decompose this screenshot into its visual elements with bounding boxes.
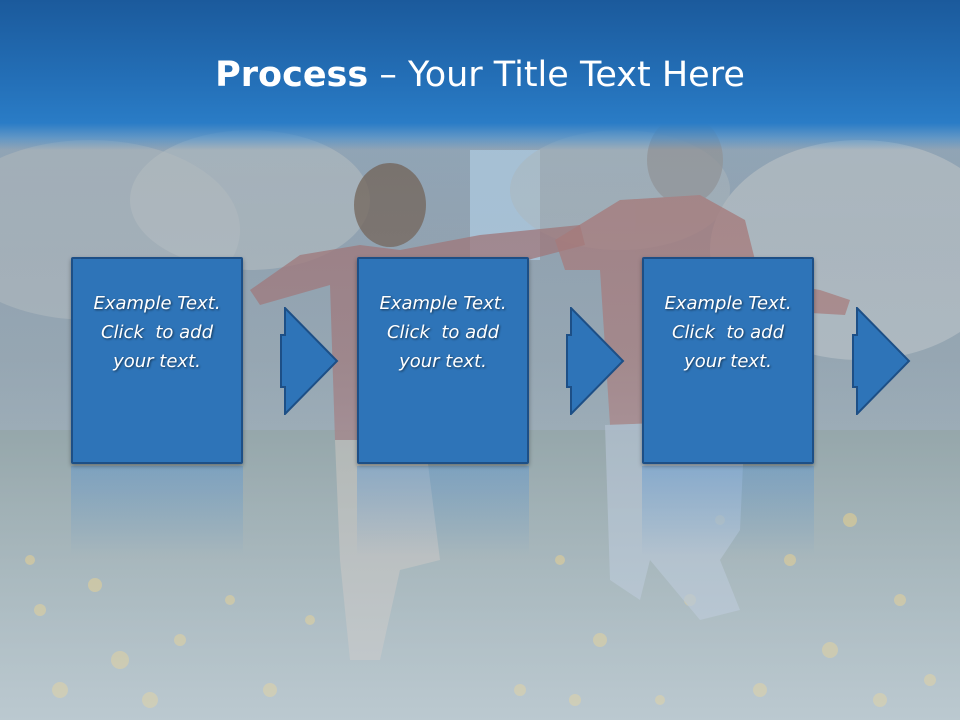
step-2-reflection bbox=[357, 466, 529, 556]
step-1-reflection bbox=[71, 466, 243, 556]
title-rest: – Your Title Text Here bbox=[368, 55, 745, 95]
step-3-line-1: Example Text. bbox=[664, 293, 792, 314]
step-1-line-2: Click to add bbox=[100, 322, 213, 343]
step-3-reflection bbox=[642, 466, 814, 556]
step-2-line-1: Example Text. bbox=[379, 293, 507, 314]
step-1-box[interactable]: Example Text. Click to add your text. bbox=[71, 257, 243, 464]
arrow-right-icon bbox=[566, 307, 625, 415]
step-3-text: Example Text. Click to add your text. bbox=[653, 289, 803, 376]
arrow-right-icon bbox=[280, 307, 339, 415]
step-2-text: Example Text. Click to add your text. bbox=[368, 289, 518, 376]
step-3-line-3: your text. bbox=[684, 351, 772, 372]
step-3-box[interactable]: Example Text. Click to add your text. bbox=[642, 257, 814, 464]
slide-title[interactable]: Process – Your Title Text Here bbox=[0, 52, 960, 98]
arrow-right-icon bbox=[852, 307, 911, 415]
step-1-text: Example Text. Click to add your text. bbox=[82, 289, 232, 376]
step-3-line-2: Click to add bbox=[671, 322, 784, 343]
title-bar bbox=[0, 0, 960, 150]
step-2-line-2: Click to add bbox=[386, 322, 499, 343]
step-2-box[interactable]: Example Text. Click to add your text. bbox=[357, 257, 529, 464]
step-1-line-3: your text. bbox=[113, 351, 201, 372]
step-2-line-3: your text. bbox=[399, 351, 487, 372]
step-1-line-1: Example Text. bbox=[93, 293, 221, 314]
title-bold: Process bbox=[215, 55, 369, 95]
